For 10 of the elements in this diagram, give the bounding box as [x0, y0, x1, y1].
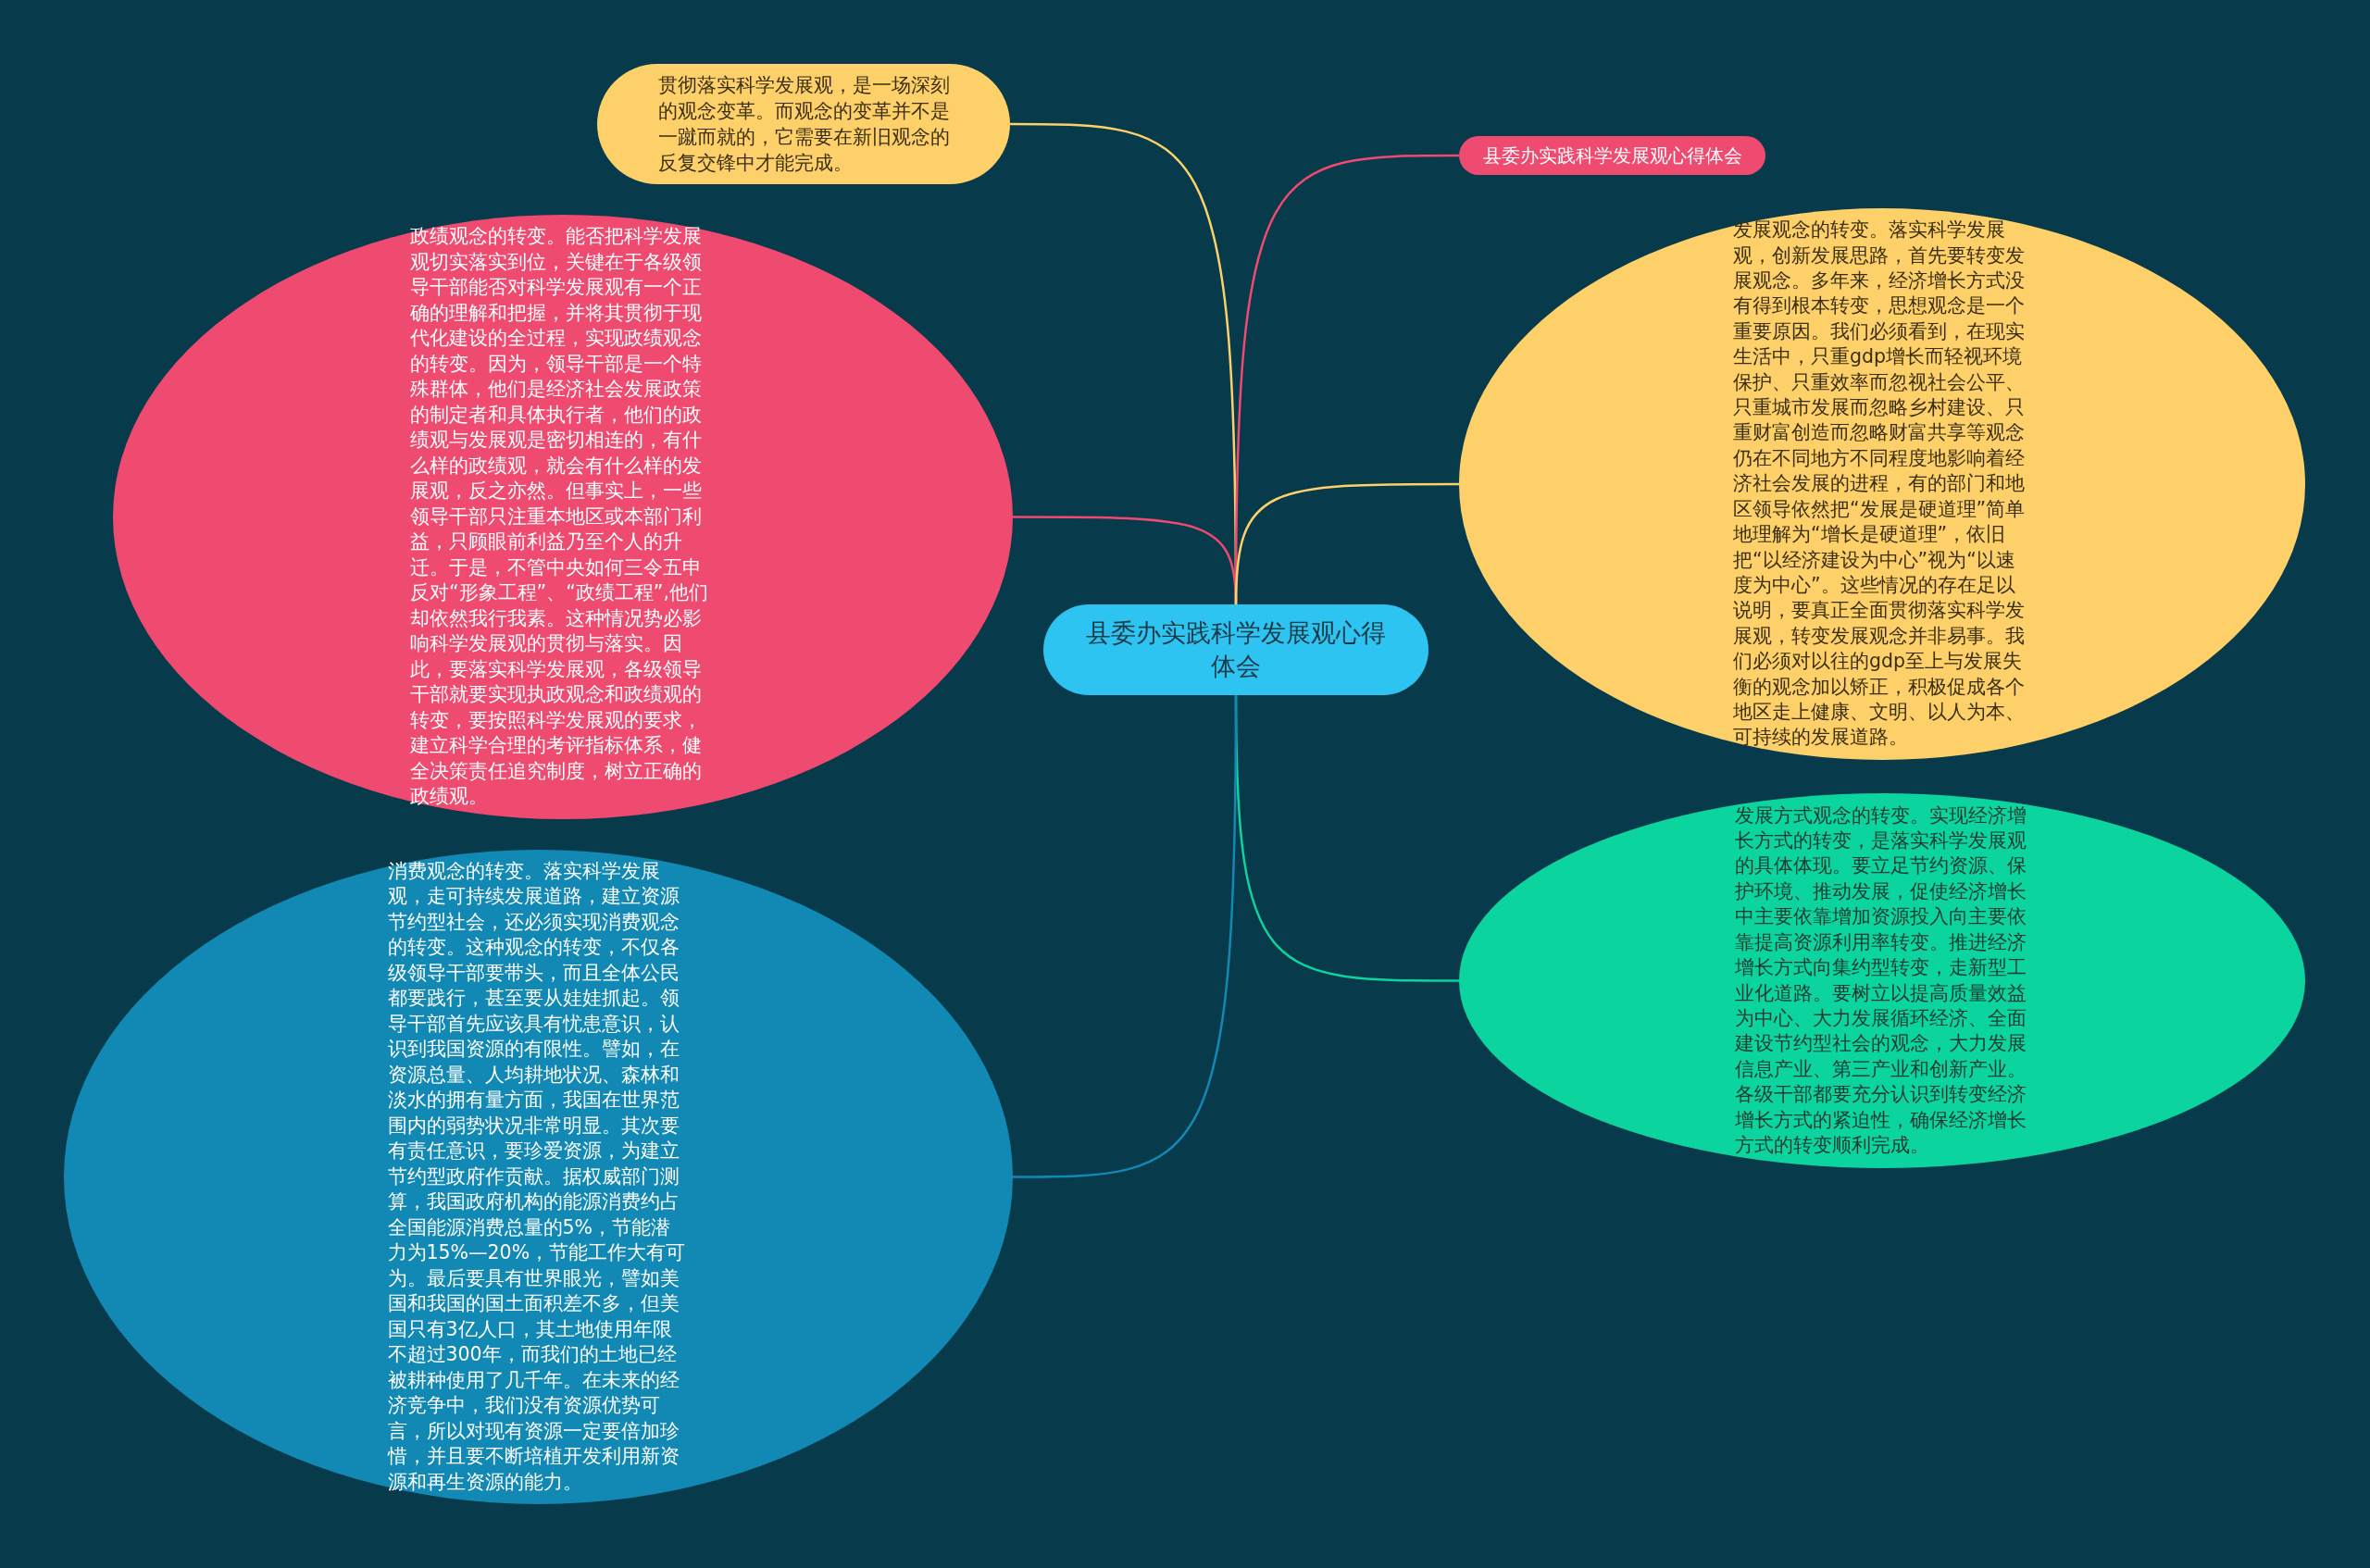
ellipse-text: 消费观念的转变。落实科学发展观，走可持续发展道路，建立资源节约型社会，还必须实现消费观念的转变。这种观念的转变，不仅各级领导干部要带头，而且全体公民都要践行，甚至要从娃娃抓起。领导干部首先应该具有忧患意识，认识到我国资源的有限性。譬如，在资源总量、人均耕地状况、森林和淡水的拥有量方面，我国在世界范围内的弱势状况非常明显。其次要有责任意识，要珍爱资源，为建立节约型政府作贡献。据权威部门测算，我国政府机构的能源消费约占全国能源消费总量的5%，节能潜力为15%—20%，节能工作大有可为。最后要具有世界眼光，譬如美国和我国的国土面积差不多，但美国只有3亿人口，其土地使用年限不超过300年，而我们的土地已经被耕种使用了几千年。在未来的经济竞争中，我们没有资源优势可言，所以对现有资源一定要倍加珍惜，并且要不断培植开发利用新资源和再生资源的能力。 — [387, 858, 687, 1495]
topic-label — [1459, 136, 1765, 175]
ellipse-text: 发展方式观念的转变。实现经济增长方式的转变，是落实科学发展观的具体体现。要立足节约资源、保护环境、推动发展，促使经济增长中主要依靠增加资源投入向主要依靠提高资源利用率转变。推进经济增长方式向集约型转变，走新型工业化道路。要树立以提高质量效益为中心、大力发展循环经济、全面建设节约型社会的观念，大力发展信息产业、第三产业和创新产业。各级干部都要充分认识到转变经济增长方式的紧迫性，确保经济增长方式的转变顺利完成。 — [1735, 803, 2027, 1158]
bubble-text: 贯彻落实科学发展观，是一场深刻的观念变革。而观念的变革并不是一蹴而就的，它需要在新旧观念的反复交锋中才能完成。 — [657, 73, 950, 176]
topic-text: 县委办实践科学发展观心得体会 — [1085, 617, 1387, 682]
label-text: 县委办实践科学发展观心得体会 — [1481, 143, 1743, 168]
connector-line — [1013, 695, 1238, 1178]
ellipse-text: 发展观念的转变。落实科学发展观，创新发展思路，首先要转变发展观念。多年来，经济增长方式没有得到根本转变，思想观念是一个重要原因。我们必须看到，在现实生活中，只重gdp增长而轻视环境保护、只重效率而忽视社会公平、只重城市发展而忽略乡村建设、只重财富创造而忽略财富共享等观念仍在不同地方不同程度地影响着经济社会发展的进程，有的部门和地区领导依然把“发展是硬道理”简单地理解为“增长是硬道理”，依旧把“以经济建设为中心”视为“以速度为中心”。这些情况的存在足以说明，要真正全面贯彻落实科学发展观，转变发展观念并非易事。我们必须对以往的gdp至上与发展失衡的观念加以矫正，积极促成各个地区走上健康、文明、以人为本、可持续的发展道路。 — [1733, 218, 2027, 751]
ellipse-text: 政绩观念的转变。能否把科学发展观切实落实到位，关键在于各级领导干部能否对科学发展观有一个正确的理解和把握，并将其贯彻于现代化建设的全过程，实现政绩观念的转变。因为，领导干部是一个特殊群体，他们是经济社会发展政策的制定者和具体执行者，他们的政绩观与发展观是密切相连的，有什么样的政绩观，就会有什么样的发展观，反之亦然。但事实上，一些领导干部只注重本地区或本部门利益，只顾眼前利益乃至个人的升迁。于是，不管中央如何三令五申反对“形象工程”、“政绩工程”,他们却依然我行我素。这种情况势必影响科学发展观的贯彻与落实。因此，要落实科学发展观，各级领导干部就要实现执政观念和政绩观的转变，要按照科学发展观的要求，建立科学合理的考评指标体系，健全决策责任追究制度，树立正确的政绩观。 — [410, 224, 709, 810]
connector-line — [1234, 482, 1459, 605]
